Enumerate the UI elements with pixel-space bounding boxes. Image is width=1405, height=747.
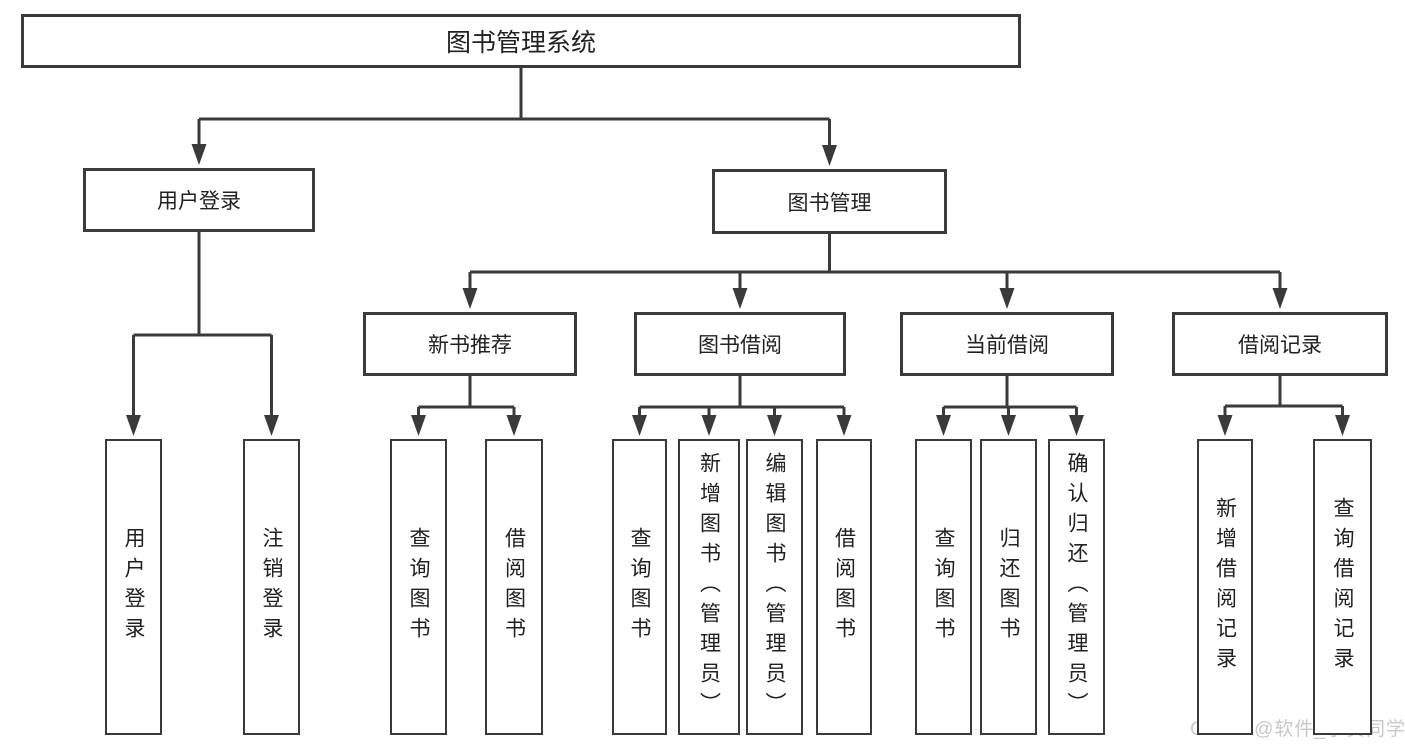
node-bb-borrow: 借阅图书 (816, 439, 872, 735)
node-label: 借阅记录 (1238, 334, 1322, 357)
node-label: 归还图书 (997, 527, 1020, 647)
node-label: 借阅图书 (832, 527, 856, 647)
node-label: 查询图书 (407, 527, 430, 647)
node-cb-return: 归还图书 (980, 439, 1037, 735)
node-label: 新书推荐 (428, 334, 512, 357)
node-root: 图书管理系统 (21, 14, 1021, 68)
node-borrow-records: 借阅记录 (1172, 312, 1388, 376)
node-label: 查询图书 (932, 527, 955, 647)
node-label: 查询借阅记录 (1331, 497, 1354, 677)
node-book-mgmt: 图书管理 (712, 169, 947, 234)
node-label: 图书借阅 (698, 334, 782, 357)
node-label: 查询图书 (628, 527, 651, 647)
node-br-add: 新增借阅记录 (1197, 439, 1253, 735)
node-leaf-user-login: 用户登录 (105, 439, 162, 735)
node-label: 当前借阅 (965, 334, 1049, 357)
node-label: 编辑图书（管理员） (763, 452, 786, 722)
node-label: 新增图书（管理员） (697, 452, 721, 722)
node-bb-add: 新增图书（管理员） (678, 439, 740, 735)
node-label: 新增借阅记录 (1213, 497, 1237, 677)
node-label: 借阅图书 (502, 527, 526, 647)
node-label: 确认归还（管理员） (1065, 452, 1088, 722)
node-book-borrow: 图书借阅 (634, 312, 846, 376)
node-nb-borrow: 借阅图书 (485, 439, 543, 735)
node-current-borrow: 当前借阅 (900, 312, 1114, 376)
node-nb-query: 查询图书 (390, 439, 447, 735)
node-label: 图书管理系统 (445, 29, 596, 57)
node-label: 注销登录 (260, 527, 283, 647)
node-bb-query: 查询图书 (612, 439, 667, 735)
node-bb-edit: 编辑图书（管理员） (746, 439, 803, 735)
node-cb-confirm: 确认归还（管理员） (1048, 439, 1105, 735)
node-label: 用户登录 (122, 527, 145, 647)
node-cb-query: 查询图书 (915, 439, 972, 735)
node-leaf-logout: 注销登录 (243, 439, 300, 735)
node-label: 图书管理 (787, 191, 872, 215)
node-label: 用户登录 (157, 190, 241, 213)
node-new-book-rec: 新书推荐 (363, 312, 577, 376)
node-br-query: 查询借阅记录 (1313, 439, 1372, 735)
node-user-login: 用户登录 (83, 168, 315, 232)
